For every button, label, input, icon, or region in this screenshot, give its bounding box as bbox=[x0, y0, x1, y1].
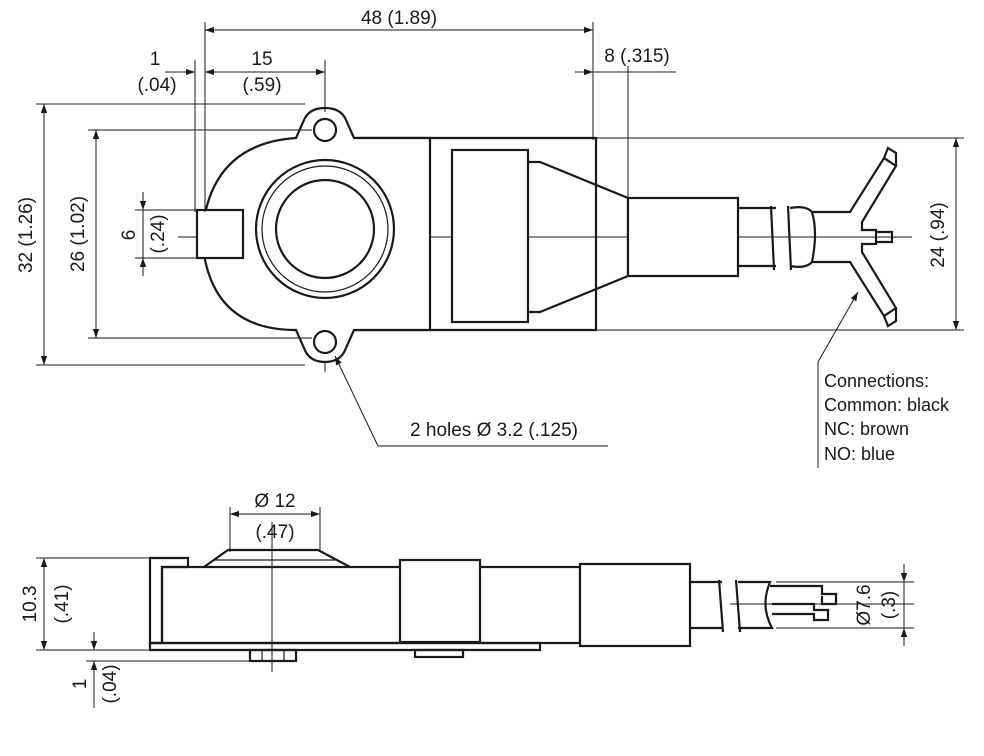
top-view: 48 (1.89) 1 (.04) 15 (.59) 8 (.315) 32 (… bbox=[16, 8, 964, 468]
dim-hole-offset-in: (.59) bbox=[242, 75, 281, 96]
dim-cable-dia-in: (.3) bbox=[879, 591, 900, 620]
dim-flange-in: (.04) bbox=[137, 75, 176, 96]
side-plunger-cap bbox=[203, 548, 351, 568]
dim-plunger-dia-mm: Ø 12 bbox=[254, 491, 295, 512]
dim-base-offset-mm: 1 bbox=[70, 679, 91, 690]
side-body bbox=[160, 565, 582, 645]
dim-plunger-dia-in: (.47) bbox=[255, 522, 294, 543]
dim-overall-length: 48 (1.89) bbox=[361, 8, 437, 29]
actuator-tab bbox=[195, 208, 245, 260]
side-collar bbox=[398, 558, 482, 644]
dim-hole-spacing: 26 (1.02) bbox=[68, 196, 89, 272]
dim-flange-mm: 1 bbox=[150, 49, 161, 70]
dim-tab-height-mm: 6 bbox=[119, 230, 140, 241]
dim-base-offset-in: (.04) bbox=[100, 664, 121, 703]
dim-body-height: 24 (.94) bbox=[928, 202, 949, 267]
connections-common: Common: black bbox=[824, 395, 950, 415]
connections-no: NO: blue bbox=[824, 444, 895, 464]
dim-cable-dia-mm: Ø7.6 bbox=[854, 584, 875, 625]
cable-sleeve bbox=[626, 196, 740, 278]
dim-thickness-mm: 10.3 bbox=[20, 586, 41, 623]
holes-note: 2 holes Ø 3.2 (.125) bbox=[410, 420, 578, 441]
dim-overall-height: 32 (1.26) bbox=[16, 197, 37, 273]
side-cable-sleeve bbox=[578, 562, 692, 648]
connections-nc: NC: brown bbox=[824, 419, 909, 439]
connections-title: Connections: bbox=[824, 371, 929, 391]
dim-thickness-in: (.41) bbox=[52, 584, 73, 623]
plunger-circle bbox=[274, 178, 376, 280]
mounting-hole-top bbox=[312, 117, 338, 143]
dim-tab-height-in: (.24) bbox=[148, 214, 169, 253]
mounting-hole-bottom bbox=[312, 329, 338, 355]
dim-hole-offset-mm: 15 bbox=[251, 49, 272, 70]
side-view: Ø 12 (.47) 10.3 (.41) 1 (.04) Ø7.6 (.3) bbox=[20, 491, 914, 708]
dim-collar-width: 8 (.315) bbox=[604, 46, 669, 67]
collar-band bbox=[450, 148, 530, 324]
